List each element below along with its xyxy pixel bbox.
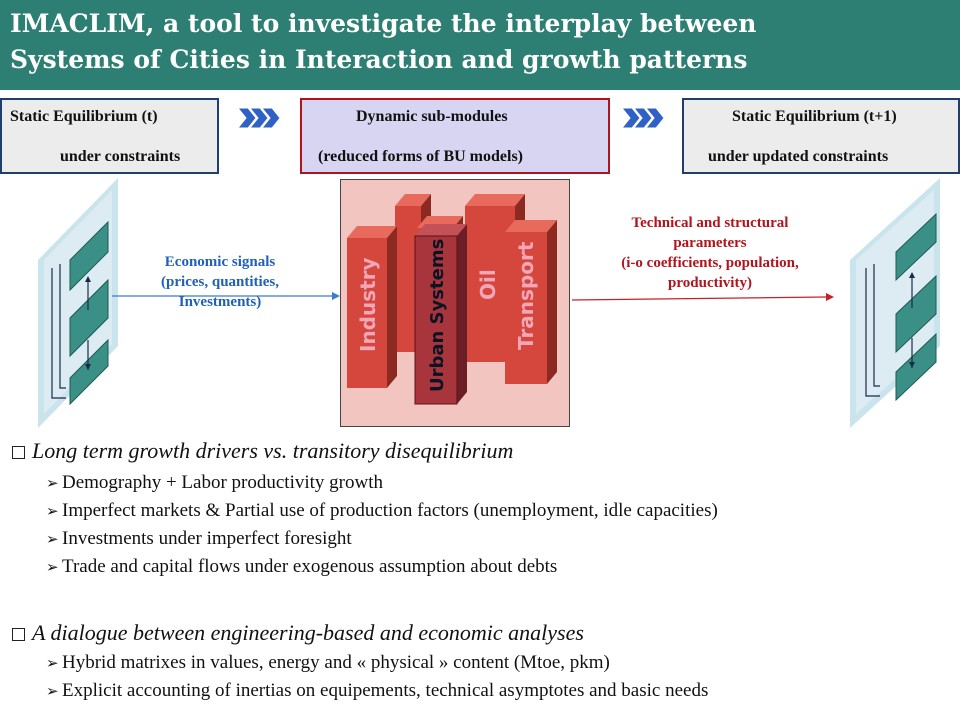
oil-label: Oil [476, 269, 500, 300]
title-line-1: IMACLIM, a tool to investigate the inter… [10, 9, 757, 38]
section1-bullet-3: Investments under imperfect foresight [62, 528, 352, 549]
list-item: ➢Hybrid matrixes in values, energy and «… [46, 652, 610, 674]
box-middle-line-2: (reduced forms of BU models) [318, 148, 524, 165]
economic-arrowhead-icon [332, 292, 340, 300]
box-left-line-1: Static Equilibrium (t) [10, 108, 158, 125]
technical-parameters-arrow [571, 296, 827, 301]
economic-line-3: Investments) [178, 294, 262, 310]
list-item: ➢Investments under imperfect foresight [46, 528, 352, 550]
arrow-bullet-icon: ➢ [46, 504, 59, 520]
chevron-arrows-icon [236, 107, 281, 129]
checkbox-bullet-icon [12, 628, 25, 641]
section2-heading: A dialogue between engineering-based and… [32, 620, 584, 645]
technical-arrowhead-icon [826, 293, 834, 301]
box-right-line-2: under updated constraints [708, 148, 889, 165]
box-middle-line-1: Dynamic sub-modules [356, 108, 508, 125]
economic-signals-label: Economic signals (prices, quantities, In… [130, 252, 310, 312]
block-urban-systems: Urban Systems [414, 224, 467, 405]
arrow-bullet-icon: ➢ [46, 684, 59, 700]
arrow-bullet-icon: ➢ [46, 532, 59, 548]
transport-label: Transport [514, 241, 538, 350]
box-right-line-1: Static Equilibrium (t+1) [732, 108, 897, 125]
economic-line-2: (prices, quantities, [161, 274, 279, 290]
technical-parameters-label: Technical and structural parameters (i-o… [585, 213, 835, 293]
title-bar: IMACLIM, a tool to investigate the inter… [0, 0, 960, 90]
technical-line-4: productivity) [668, 275, 752, 291]
title-line-2: Systems of Cities in Interaction and gro… [10, 45, 748, 74]
static-equilibrium-t-box: Static Equilibrium (t) under constraints [0, 98, 219, 174]
checkbox-bullet-icon [12, 446, 25, 459]
static-equilibrium-t1-box: Static Equilibrium (t+1) under updated c… [682, 98, 960, 174]
urban-systems-label: Urban Systems [427, 239, 448, 392]
slide-title: IMACLIM, a tool to investigate the inter… [10, 6, 756, 78]
technical-line-3: (i-o coefficients, population, [621, 255, 799, 271]
left-matrix-panel [38, 178, 118, 428]
block-industry: Industry [347, 226, 397, 388]
section1-bullet-4: Trade and capital flows under exogenous … [62, 556, 558, 577]
list-item: ➢Trade and capital flows under exogenous… [46, 556, 557, 578]
technical-line-2: parameters [673, 235, 747, 251]
list-item: ➢Explicit accounting of inertias on equi… [46, 680, 708, 702]
right-matrix-panel [850, 178, 940, 428]
technical-line-1: Technical and structural [631, 215, 789, 231]
arrow-bullet-icon: ➢ [46, 560, 59, 576]
section1-bullet-2: Imperfect markets & Partial use of produ… [62, 500, 718, 521]
list-item: ➢Imperfect markets & Partial use of prod… [46, 500, 718, 522]
section1-bullet-1: Demography + Labor productivity growth [62, 472, 383, 493]
industry-label: Industry [356, 257, 380, 352]
chevron-arrows-icon [620, 107, 665, 129]
section2-bullet-2: Explicit accounting of inertias on equip… [62, 680, 709, 701]
list-item: ➢Demography + Labor productivity growth [46, 472, 383, 494]
box-left-line-2: under constraints [60, 148, 181, 165]
arrow-bullet-icon: ➢ [46, 656, 59, 672]
section1-heading: Long term growth drivers vs. transitory … [32, 438, 514, 463]
arrow-bullet-icon: ➢ [46, 476, 59, 492]
dynamic-modules-image: Oil Industry Transport Urban Systems [340, 179, 570, 427]
economic-line-1: Economic signals [164, 254, 276, 270]
module-blocks: Oil Industry Transport Urban Systems [347, 194, 557, 405]
block-transport: Transport [505, 220, 557, 384]
dynamic-submodules-box: Dynamic sub-modules (reduced forms of BU… [300, 98, 610, 174]
section2-bullet-1: Hybrid matrixes in values, energy and « … [62, 652, 610, 673]
